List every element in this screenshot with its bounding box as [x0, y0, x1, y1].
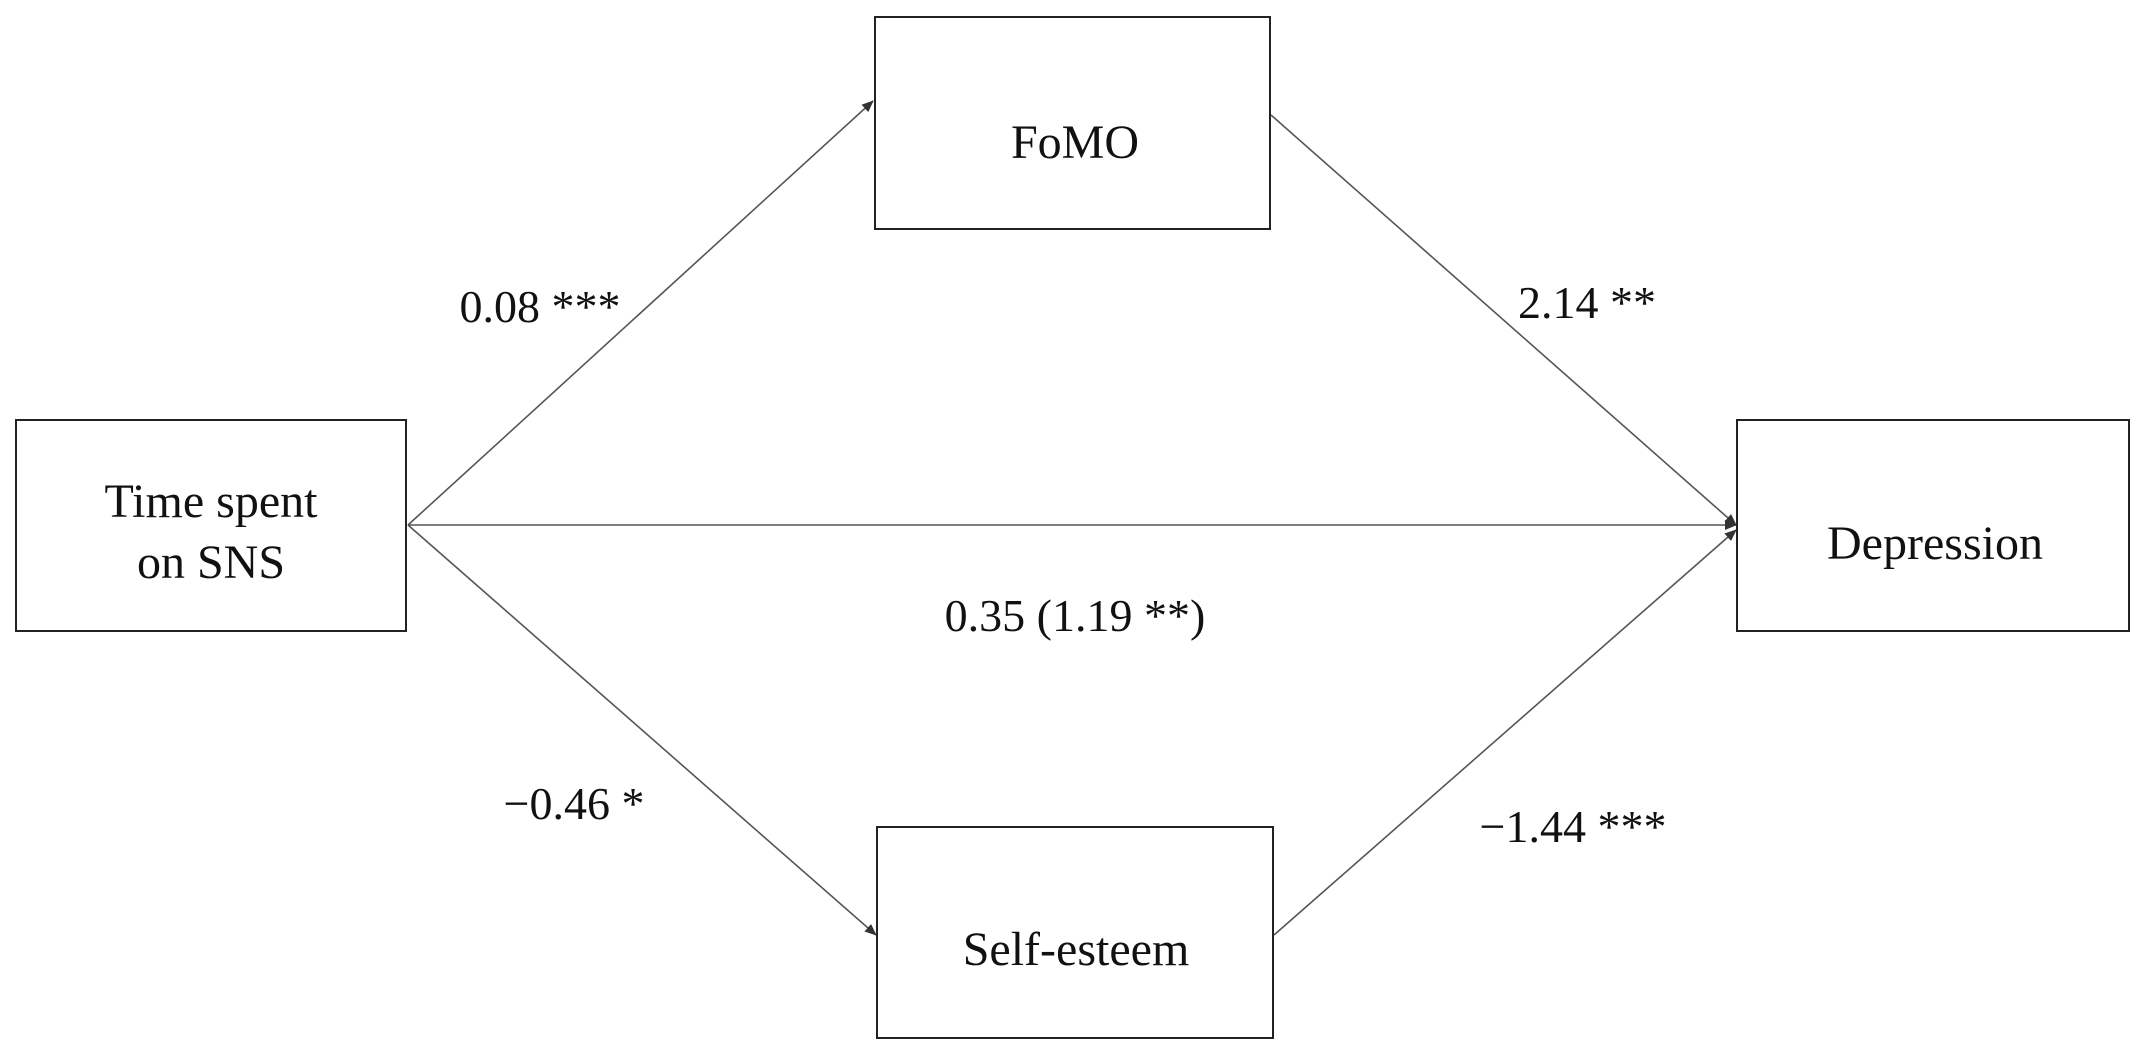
node-time-spent-line1: Time spent — [105, 475, 319, 528]
edge-label-time-fomo: 0.08 *** — [460, 281, 621, 332]
edge-label-selfesteem-depression: −1.44 *** — [1480, 801, 1667, 852]
edge-label-time-depression: 0.35 (1.19 **) — [945, 590, 1206, 641]
edge-selfesteem-to-depression — [1273, 529, 1737, 936]
edge-label-time-selfesteem: −0.46 * — [504, 778, 645, 829]
edge-time-to-selfesteem — [407, 524, 877, 936]
node-depression: Depression — [1736, 419, 2130, 632]
node-fomo: FoMO — [874, 16, 1271, 230]
edge-label-fomo-depression: 2.14 ** — [1518, 277, 1656, 328]
node-self-esteem-label: Self-esteem — [963, 923, 1190, 976]
node-fomo-label: FoMO — [1011, 116, 1139, 169]
node-time-spent: Time spent on SNS — [15, 419, 407, 632]
node-time-spent-line2: on SNS — [137, 536, 285, 589]
edge-fomo-to-depression — [1270, 114, 1737, 526]
node-depression-label: Depression — [1827, 517, 2043, 570]
node-self-esteem: Self-esteem — [876, 826, 1274, 1039]
edge-time-to-fomo — [407, 100, 874, 526]
